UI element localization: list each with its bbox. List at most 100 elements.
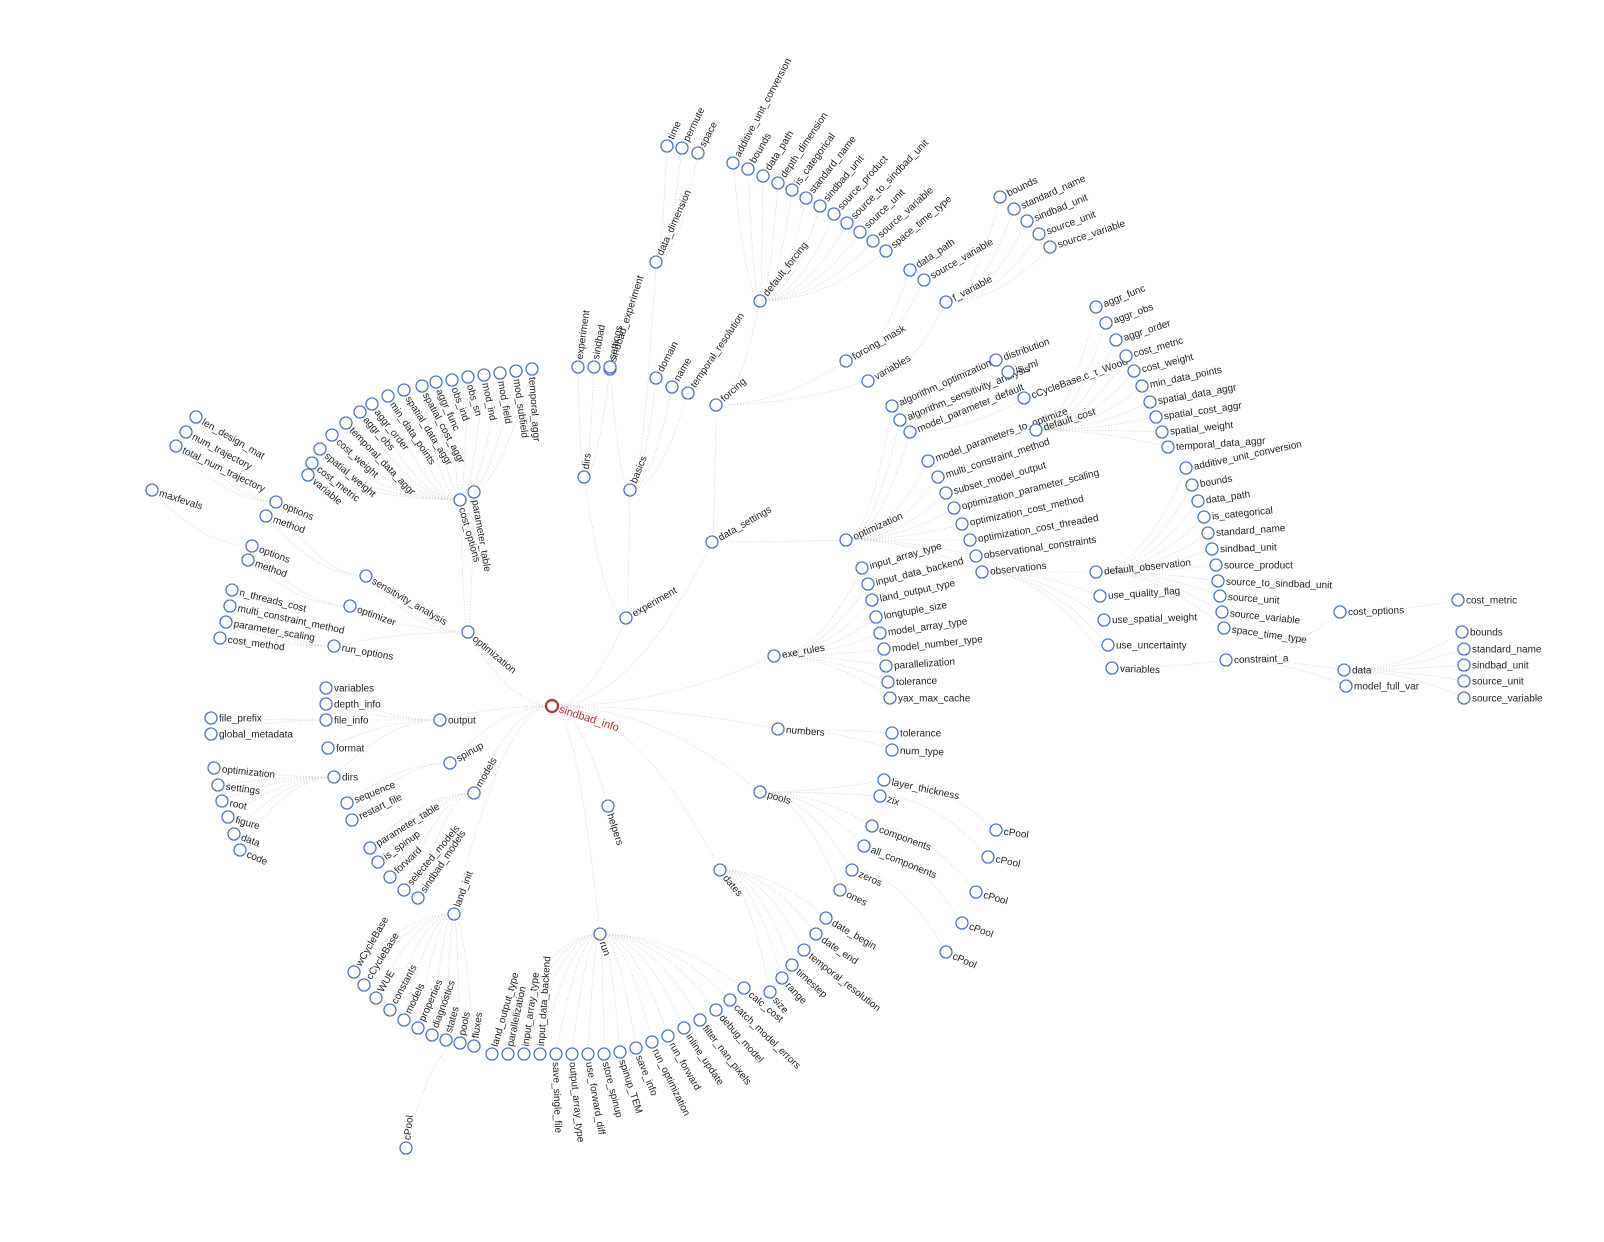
node-circle[interactable] bbox=[597, 1047, 611, 1061]
tree-node[interactable]: zeros bbox=[845, 863, 883, 889]
node-circle[interactable] bbox=[955, 916, 969, 930]
node-circle[interactable] bbox=[1119, 349, 1133, 363]
node-circle[interactable] bbox=[1339, 679, 1353, 693]
node-circle[interactable] bbox=[975, 565, 989, 579]
node-circle[interactable] bbox=[169, 439, 183, 453]
node-circle[interactable] bbox=[1135, 379, 1149, 393]
tree-node[interactable]: cost_metric bbox=[1451, 593, 1517, 607]
node-circle[interactable] bbox=[269, 495, 283, 509]
node-circle[interactable] bbox=[893, 413, 907, 427]
tree-node[interactable]: use_forward_diff bbox=[581, 1047, 607, 1136]
node-circle[interactable] bbox=[213, 631, 227, 645]
tree-node[interactable]: experiment bbox=[619, 585, 679, 625]
node-circle[interactable] bbox=[233, 843, 247, 857]
tree-node[interactable]: pools bbox=[453, 1011, 473, 1050]
node-circle[interactable] bbox=[713, 863, 727, 877]
node-circle[interactable] bbox=[319, 713, 333, 727]
node-circle[interactable] bbox=[775, 971, 789, 985]
tree-node[interactable]: standard_name bbox=[1457, 642, 1542, 656]
node-circle[interactable] bbox=[939, 486, 953, 500]
node-circle[interactable] bbox=[879, 244, 893, 258]
node-circle[interactable] bbox=[675, 141, 689, 155]
tree-node[interactable]: default_observation bbox=[1089, 558, 1191, 579]
tree-node[interactable]: source_variable bbox=[1457, 691, 1543, 705]
node-circle[interactable] bbox=[313, 442, 327, 456]
tree-node[interactable]: pools bbox=[753, 785, 792, 807]
tree-node[interactable]: data bbox=[1337, 663, 1372, 677]
node-circle[interactable] bbox=[737, 981, 751, 995]
node-circle[interactable] bbox=[1455, 625, 1469, 639]
tree-node[interactable]: variables bbox=[1105, 661, 1160, 676]
node-circle[interactable] bbox=[603, 360, 617, 374]
node-circle[interactable] bbox=[571, 360, 585, 374]
tree-node[interactable]: sindbad_unit bbox=[1205, 542, 1277, 556]
tree-node[interactable]: optimization bbox=[839, 511, 905, 547]
tree-node[interactable]: output_array_type bbox=[565, 1047, 586, 1143]
tree-node[interactable]: file_info bbox=[319, 713, 369, 727]
node-circle[interactable] bbox=[327, 639, 341, 653]
node-circle[interactable] bbox=[753, 785, 767, 799]
node-circle[interactable] bbox=[1029, 423, 1043, 437]
node-circle[interactable] bbox=[219, 615, 233, 629]
node-circle[interactable] bbox=[763, 985, 777, 999]
node-circle[interactable] bbox=[993, 190, 1007, 204]
tree-node[interactable]: depth_info bbox=[319, 697, 381, 711]
node-circle[interactable] bbox=[869, 610, 883, 624]
node-circle[interactable] bbox=[1109, 333, 1123, 347]
node-circle[interactable] bbox=[365, 397, 379, 411]
tree-node[interactable]: temporal_aggr bbox=[525, 362, 542, 442]
node-circle[interactable] bbox=[866, 234, 880, 248]
node-circle[interactable] bbox=[347, 965, 361, 979]
node-circle[interactable] bbox=[1089, 565, 1103, 579]
node-circle[interactable] bbox=[903, 263, 917, 277]
node-circle[interactable] bbox=[756, 169, 770, 183]
node-circle[interactable] bbox=[467, 485, 481, 499]
tree-node[interactable]: yax_max_cache bbox=[883, 691, 971, 705]
tree-node[interactable]: run_options bbox=[327, 639, 394, 663]
tree-node[interactable]: spinup bbox=[443, 740, 486, 770]
tree-node[interactable]: land_init bbox=[447, 870, 476, 921]
tree-node[interactable]: sindbad_unit bbox=[1457, 658, 1529, 672]
node-circle[interactable] bbox=[207, 761, 221, 775]
node-circle[interactable] bbox=[839, 533, 853, 547]
tree-node[interactable]: tolerance bbox=[885, 726, 942, 740]
tree-node[interactable]: spatial_weight bbox=[1155, 420, 1234, 439]
node-circle[interactable] bbox=[1127, 364, 1141, 378]
node-circle[interactable] bbox=[660, 139, 674, 153]
node-circle[interactable] bbox=[1007, 202, 1021, 216]
tree-node[interactable]: optimizer bbox=[343, 599, 398, 629]
node-circle[interactable] bbox=[439, 1033, 453, 1047]
node-circle[interactable] bbox=[677, 1021, 691, 1035]
tree-node[interactable]: format bbox=[321, 741, 365, 755]
node-circle[interactable] bbox=[581, 1047, 595, 1061]
node-circle[interactable] bbox=[179, 425, 193, 439]
node-circle[interactable] bbox=[1185, 478, 1199, 492]
tree-node[interactable]: use_spatial_weight bbox=[1097, 612, 1197, 627]
tree-node[interactable]: helpers bbox=[601, 799, 625, 847]
tree-node[interactable]: use_quality_flag bbox=[1093, 586, 1181, 603]
node-circle[interactable] bbox=[853, 225, 867, 239]
node-circle[interactable] bbox=[969, 549, 983, 563]
node-circle[interactable] bbox=[845, 863, 859, 877]
node-circle[interactable] bbox=[587, 360, 601, 374]
tree-node[interactable]: cPool bbox=[955, 916, 995, 940]
node-circle[interactable] bbox=[1099, 316, 1113, 330]
node-circle[interactable] bbox=[1020, 214, 1034, 228]
node-circle[interactable] bbox=[723, 993, 737, 1007]
node-circle[interactable] bbox=[411, 891, 425, 905]
tree-node[interactable]: numbers bbox=[771, 722, 825, 739]
node-circle[interactable] bbox=[827, 207, 841, 221]
node-circle[interactable] bbox=[1149, 410, 1163, 424]
node-circle[interactable] bbox=[1197, 510, 1211, 524]
node-circle[interactable] bbox=[939, 945, 953, 959]
node-circle[interactable] bbox=[649, 255, 663, 269]
node-circle[interactable] bbox=[359, 569, 373, 583]
tree-node[interactable]: dirs bbox=[577, 452, 594, 484]
tree-node[interactable]: variables bbox=[319, 681, 374, 695]
node-circle[interactable] bbox=[383, 870, 397, 884]
node-circle[interactable] bbox=[799, 191, 813, 205]
node-circle[interactable] bbox=[1451, 593, 1465, 607]
node-circle[interactable] bbox=[1032, 227, 1046, 241]
tree-node[interactable]: source_unit bbox=[1213, 589, 1280, 607]
node-circle[interactable] bbox=[785, 183, 799, 197]
